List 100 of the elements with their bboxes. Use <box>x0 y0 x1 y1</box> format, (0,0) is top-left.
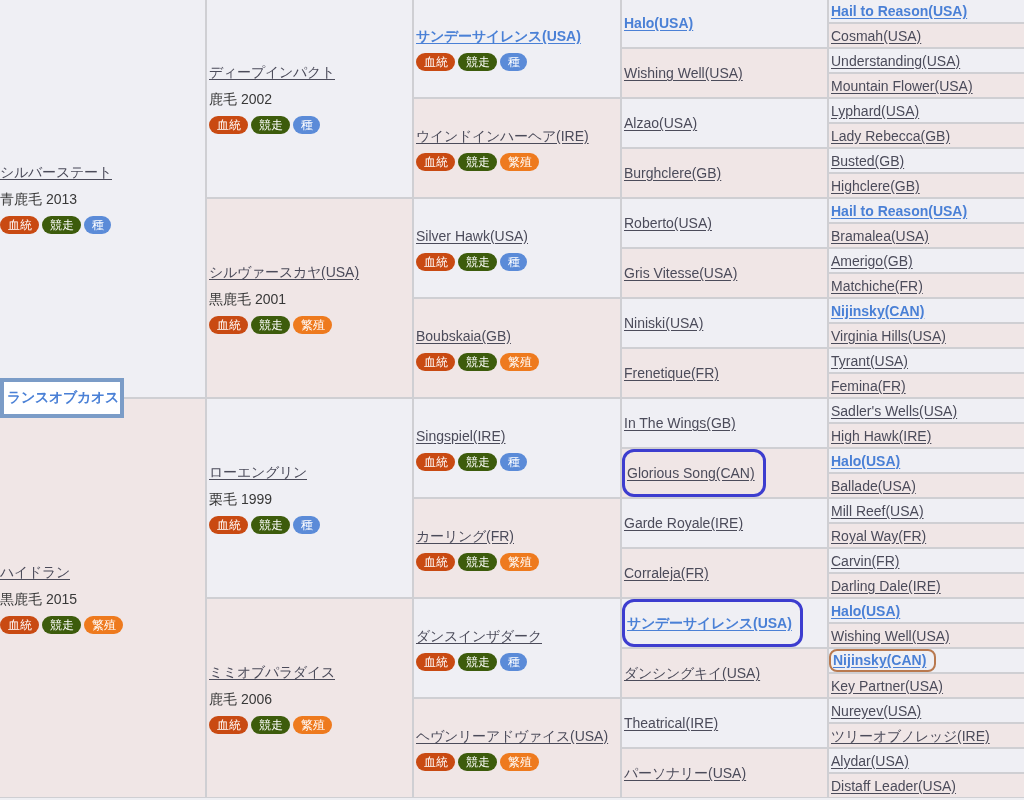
horse-name-link: ディープインパクト <box>209 63 335 82</box>
pedigree-cell <box>621 498 828 548</box>
horse-name-link: Garde Royale(IRE) <box>624 514 744 533</box>
horse-name-link: サンデーサイレンス(USA) <box>416 26 581 46</box>
horse-name-link: Amerigo(GB) <box>831 251 913 271</box>
horse-name-link: Mill Reef(USA) <box>831 501 924 521</box>
horse-name-link: Sadler's Wells(USA) <box>831 401 958 421</box>
pedigree-cell <box>413 198 621 298</box>
horse-name-link: ウインドインハーヘア(IRE) <box>416 126 589 146</box>
tag-badge: 血統 <box>0 216 39 234</box>
horse-name-link: Silver Hawk(USA) <box>416 226 528 246</box>
horse-name-link: Mountain Flower(USA) <box>831 76 973 96</box>
horse-name-link: High Hawk(IRE) <box>831 426 932 446</box>
pedigree-cell <box>413 398 621 498</box>
horse-name-link: Lady Rebecca(GB) <box>831 126 951 146</box>
horse-name-link: Tyrant(USA) <box>831 351 908 371</box>
pedigree-cell <box>828 198 1024 223</box>
pedigree-cell <box>828 648 1024 673</box>
horse-name-link: Frenetique(FR) <box>624 364 719 383</box>
pedigree-cell <box>828 373 1024 398</box>
tag-badge: 繁殖 <box>500 552 539 571</box>
tag-badge: 競走 <box>458 752 497 771</box>
pedigree-cell <box>621 98 828 148</box>
pedigree-cell <box>828 323 1024 348</box>
horse-name-link: Glorious Song(CAN) <box>627 464 755 483</box>
horse-name-link: Halo(USA) <box>831 601 901 621</box>
horse-name-link: Roberto(USA) <box>624 214 712 233</box>
pedigree-cell <box>828 723 1024 748</box>
horse-name-link: Bramalea(USA) <box>831 226 930 246</box>
pedigree-cell <box>828 673 1024 698</box>
tag-badge: 競走 <box>251 516 290 534</box>
horse-name-link: Royal Way(FR) <box>831 526 927 546</box>
horse-name-link: ツリーオブノレッジ(IRE) <box>831 726 990 746</box>
pedigree-cell <box>621 248 828 298</box>
pedigree-cell <box>828 0 1024 23</box>
pedigree-cell <box>828 598 1024 623</box>
pedigree-cell <box>828 298 1024 323</box>
pedigree-cell <box>621 148 828 198</box>
pedigree-cell <box>413 698 621 798</box>
horse-name-link: Nijinsky(CAN) <box>833 652 927 669</box>
pedigree-cell <box>828 273 1024 298</box>
tag-badge: 競走 <box>458 352 497 371</box>
horse-name-link: Lyphard(USA) <box>831 101 920 121</box>
pedigree-cell <box>828 248 1024 273</box>
pedigree-cell <box>828 123 1024 148</box>
pedigree-cell <box>413 98 621 198</box>
horse-name-link: Boubskaia(GB) <box>416 326 511 346</box>
tag-badge: 繁殖 <box>84 616 123 634</box>
tag-badge: 競走 <box>251 316 290 334</box>
horse-name-link: Wishing Well(USA) <box>624 64 743 83</box>
coat-year-text: 鹿毛 2002 <box>209 90 273 109</box>
horse-name-link: シルヴァースカヤ(USA) <box>209 263 360 282</box>
coat-year-text: 黒鹿毛 2015 <box>0 590 78 609</box>
pedigree-cell <box>621 0 828 48</box>
pedigree-cell <box>621 648 828 698</box>
pedigree-cell <box>828 223 1024 248</box>
horse-name-link: サンデーサイレンス(USA) <box>627 614 792 633</box>
pedigree-cell <box>828 498 1024 523</box>
tag-badge: 血統 <box>416 252 455 271</box>
horse-name-link: Wishing Well(USA) <box>831 626 950 646</box>
tag-badge: 種 <box>500 652 527 671</box>
horse-name-link: Alydar(USA) <box>831 751 909 771</box>
pedigree-cell <box>621 198 828 248</box>
pedigree-cell <box>828 748 1024 773</box>
horse-name-link: In The Wings(GB) <box>624 414 736 433</box>
horse-name-link: ヘヴンリーアドヴァイス(USA) <box>416 726 609 746</box>
tag-badge: 血統 <box>416 752 455 771</box>
horse-name-link: Cosmah(USA) <box>831 26 922 46</box>
tag-badge: 競走 <box>458 52 497 71</box>
pedigree-cell <box>828 473 1024 498</box>
pedigree-cell <box>621 398 828 448</box>
horse-name-link: Understanding(USA) <box>831 51 961 71</box>
tag-badge: 血統 <box>416 452 455 471</box>
pedigree-cell <box>413 498 621 598</box>
horse-name-link: Nureyev(USA) <box>831 701 922 721</box>
coat-year-text: 栗毛 1999 <box>209 490 273 509</box>
tag-badge: 種 <box>500 52 527 71</box>
pedigree-cell <box>828 773 1024 798</box>
pedigree-cell <box>828 623 1024 648</box>
tag-badge: 血統 <box>416 552 455 571</box>
pedigree-cell <box>828 573 1024 598</box>
horse-name-link: Distaff Leader(USA) <box>831 776 956 796</box>
pedigree-cell <box>828 98 1024 123</box>
pedigree-cell <box>828 173 1024 198</box>
tag-badge: 血統 <box>0 616 39 634</box>
tag-badge: 競走 <box>458 452 497 471</box>
tag-badge: 繁殖 <box>500 752 539 771</box>
pedigree-cell <box>828 398 1024 423</box>
horse-name-link: Busted(GB) <box>831 151 905 171</box>
horse-name-link: Burghclere(GB) <box>624 164 722 183</box>
coat-year-text: 鹿毛 2006 <box>209 690 273 709</box>
horse-name-link: ダンシングキイ(USA) <box>624 664 761 683</box>
pedigree-cell <box>828 523 1024 548</box>
horse-name-link: シルバーステート <box>0 163 112 182</box>
pedigree-cell <box>621 748 828 798</box>
coat-year-text: 青鹿毛 2013 <box>0 190 78 209</box>
pedigree-cell <box>828 423 1024 448</box>
pedigree-cell <box>621 448 828 498</box>
pedigree-cell <box>621 548 828 598</box>
horse-name-link: Virginia Hills(USA) <box>831 326 946 346</box>
